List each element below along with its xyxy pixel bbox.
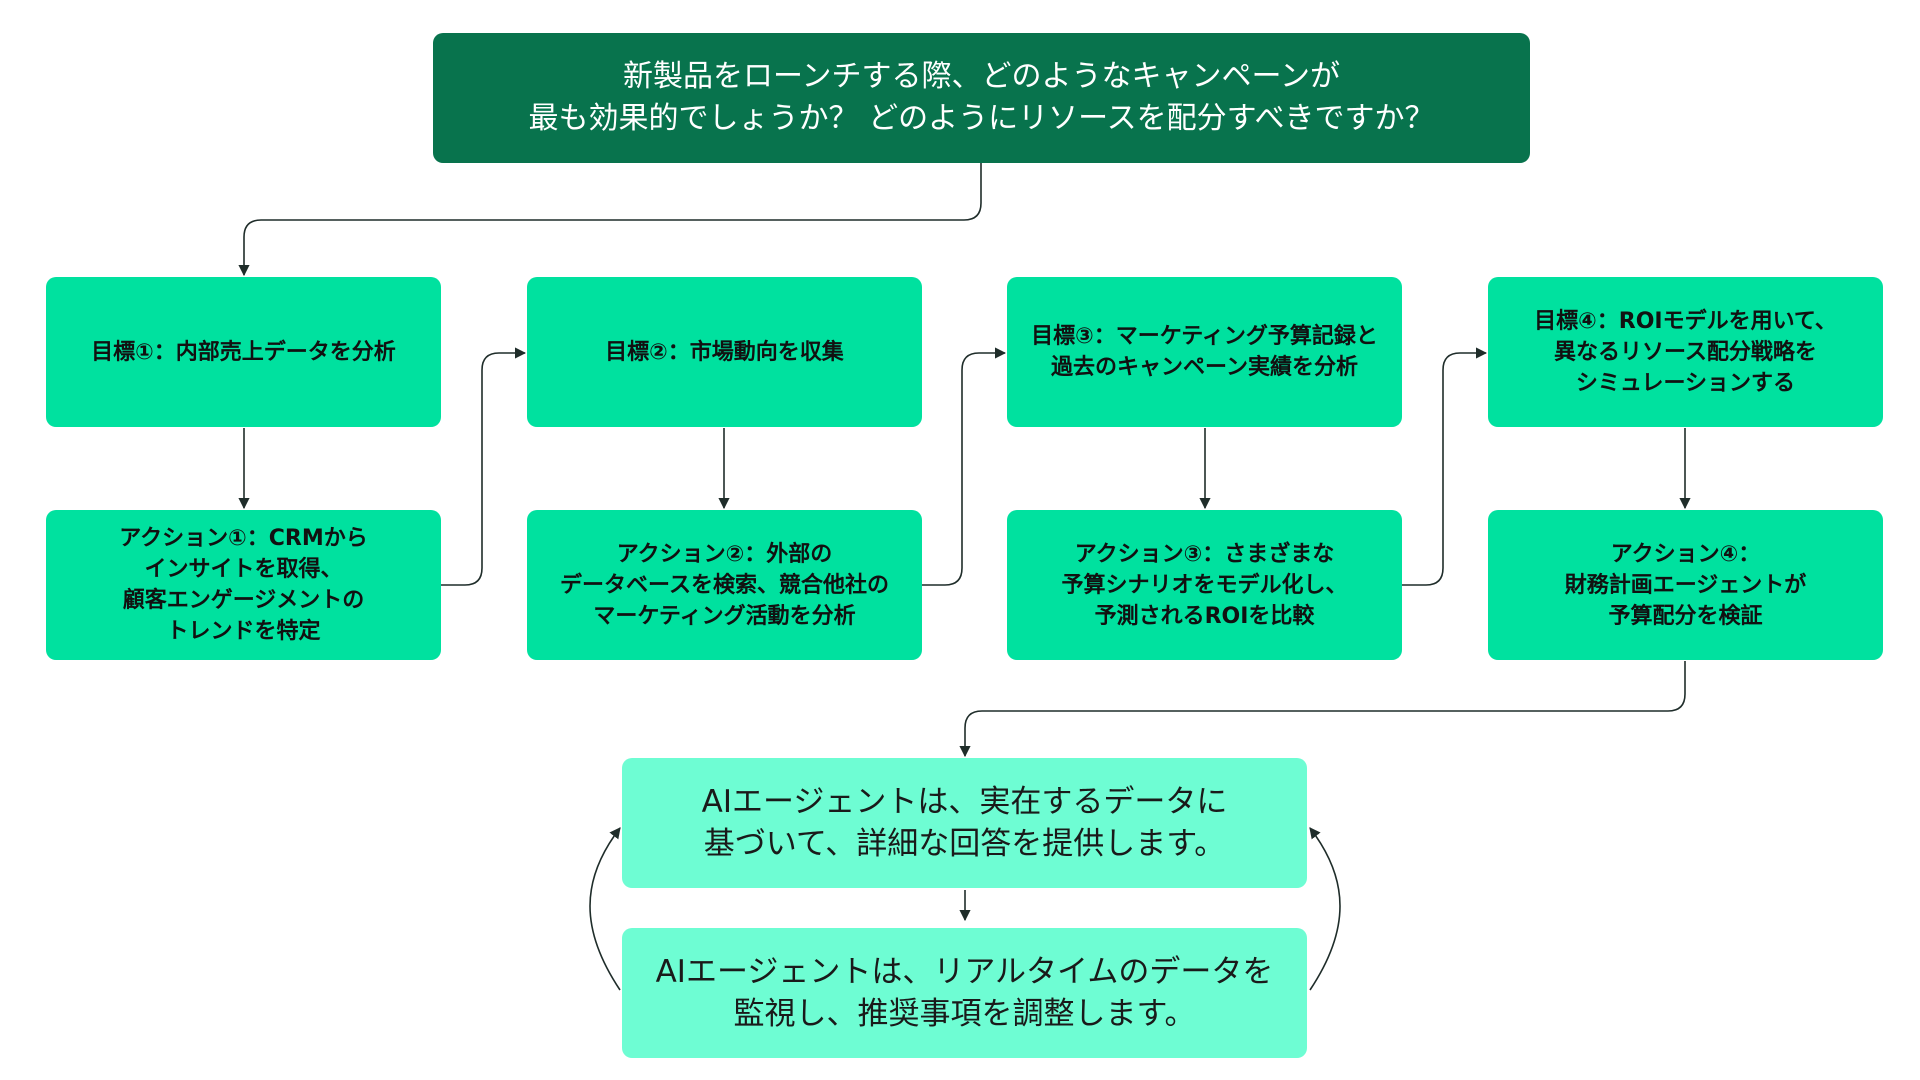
action-3-text: アクション③：さまざまな 予算シナリオをモデル化し、 予測されるROIを比較 <box>1061 541 1348 629</box>
question-header: 新製品をローンチする際、どのようなキャンペーンが 最も効果的でしょうか？ どのよ… <box>433 33 1530 163</box>
goal-4-text: 目標④：ROIモデルを用いて、 異なるリソース配分戦略を シミュレーションする <box>1534 308 1837 396</box>
action-2-box: アクション②：外部の データベースを検索、競合他社の マーケティング活動を分析 <box>527 510 922 660</box>
answer-text: AIエージェントは、実在するデータに 基づいて、詳細な回答を提供します。 <box>701 784 1228 862</box>
goal-4-box: 目標④：ROIモデルを用いて、 異なるリソース配分戦略を シミュレーションする <box>1488 277 1883 427</box>
arrow-action-1-to-goal-2 <box>441 347 527 586</box>
action-1-text: アクション①：CRMから インサイトを取得、 顧客エンゲージメントの トレンドを… <box>119 526 368 644</box>
arrow-header-to-goal-1 <box>238 163 982 277</box>
loop-arrow-left <box>589 827 621 991</box>
action-1-box: アクション①：CRMから インサイトを取得、 顧客エンゲージメントの トレンドを… <box>46 510 441 660</box>
loop-arrow-right <box>1309 827 1341 991</box>
goal-1-text: 目標①：内部売上データを分析 <box>91 339 396 365</box>
arrow-action-2-to-goal-3 <box>921 347 1007 586</box>
arrow-action-3-to-goal-4 <box>1402 347 1488 586</box>
goal-3-text: 目標③：マーケティング予算記録と 過去のキャンペーン実績を分析 <box>1031 324 1378 380</box>
monitor-text: AIエージェントは、リアルタイムのデータを 監視し、推奨事項を調整します。 <box>655 954 1274 1032</box>
goal-1-box: 目標①：内部売上データを分析 <box>46 277 441 427</box>
goal-2-box: 目標②：市場動向を収集 <box>527 277 922 427</box>
action-4-box: アクション④： 財務計画エージェントが 予算配分を検証 <box>1488 510 1883 660</box>
action-4-text: アクション④： 財務計画エージェントが 予算配分を検証 <box>1564 541 1807 629</box>
goal-3-box: 目標③：マーケティング予算記録と 過去のキャンペーン実績を分析 <box>1007 277 1402 427</box>
action-2-text: アクション②：外部の データベースを検索、競合他社の マーケティング活動を分析 <box>560 541 889 629</box>
monitor-box: AIエージェントは、リアルタイムのデータを 監視し、推奨事項を調整します。 <box>622 928 1307 1058</box>
answer-box: AIエージェントは、実在するデータに 基づいて、詳細な回答を提供します。 <box>622 758 1307 888</box>
arrow-action-4-to-answer <box>959 661 1686 758</box>
action-3-box: アクション③：さまざまな 予算シナリオをモデル化し、 予測されるROIを比較 <box>1007 510 1402 660</box>
question-text: 新製品をローンチする際、どのようなキャンペーンが 最も効果的でしょうか？ どのよ… <box>528 59 1435 136</box>
goal-2-text: 目標②：市場動向を収集 <box>605 339 844 365</box>
